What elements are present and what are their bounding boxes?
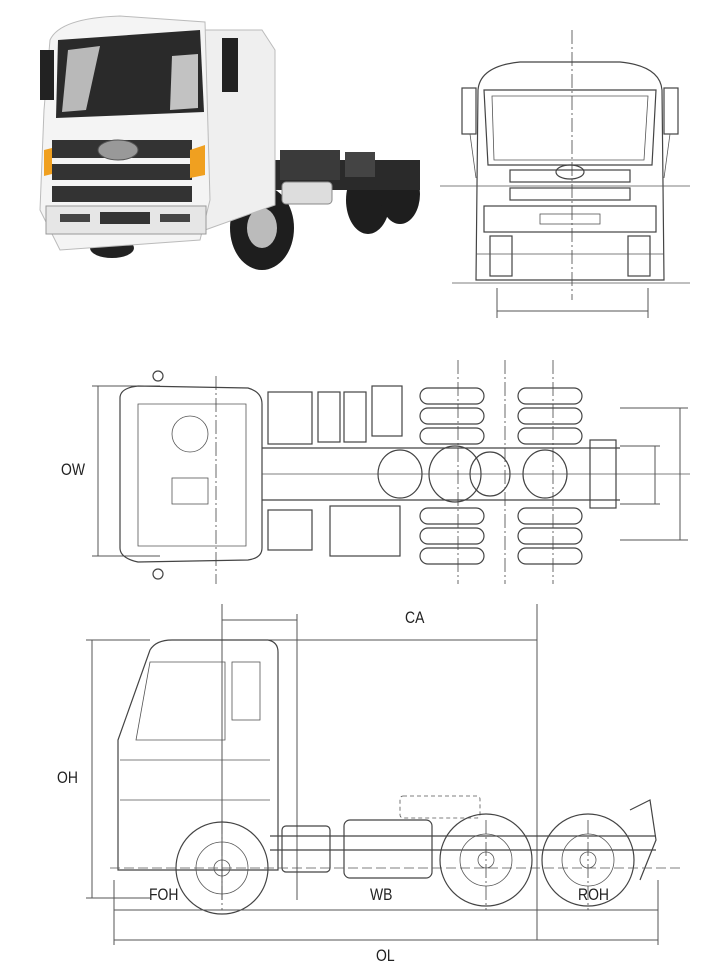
- label-ca: CA: [405, 608, 425, 627]
- front-view-icon: [440, 30, 690, 318]
- label-ol: OL: [376, 946, 395, 965]
- label-oh: OH: [57, 768, 78, 787]
- top-view-icon: [92, 360, 690, 584]
- label-foh: FOH: [149, 885, 179, 904]
- label-wb: WB: [370, 885, 393, 904]
- top-wheels-2: [517, 387, 583, 565]
- side-view-icon: [86, 604, 680, 945]
- label-ow: OW: [61, 460, 86, 479]
- truck-photo-icon: [39, 15, 420, 270]
- label-roh: ROH: [578, 885, 609, 904]
- top-wheels-1: [419, 387, 485, 565]
